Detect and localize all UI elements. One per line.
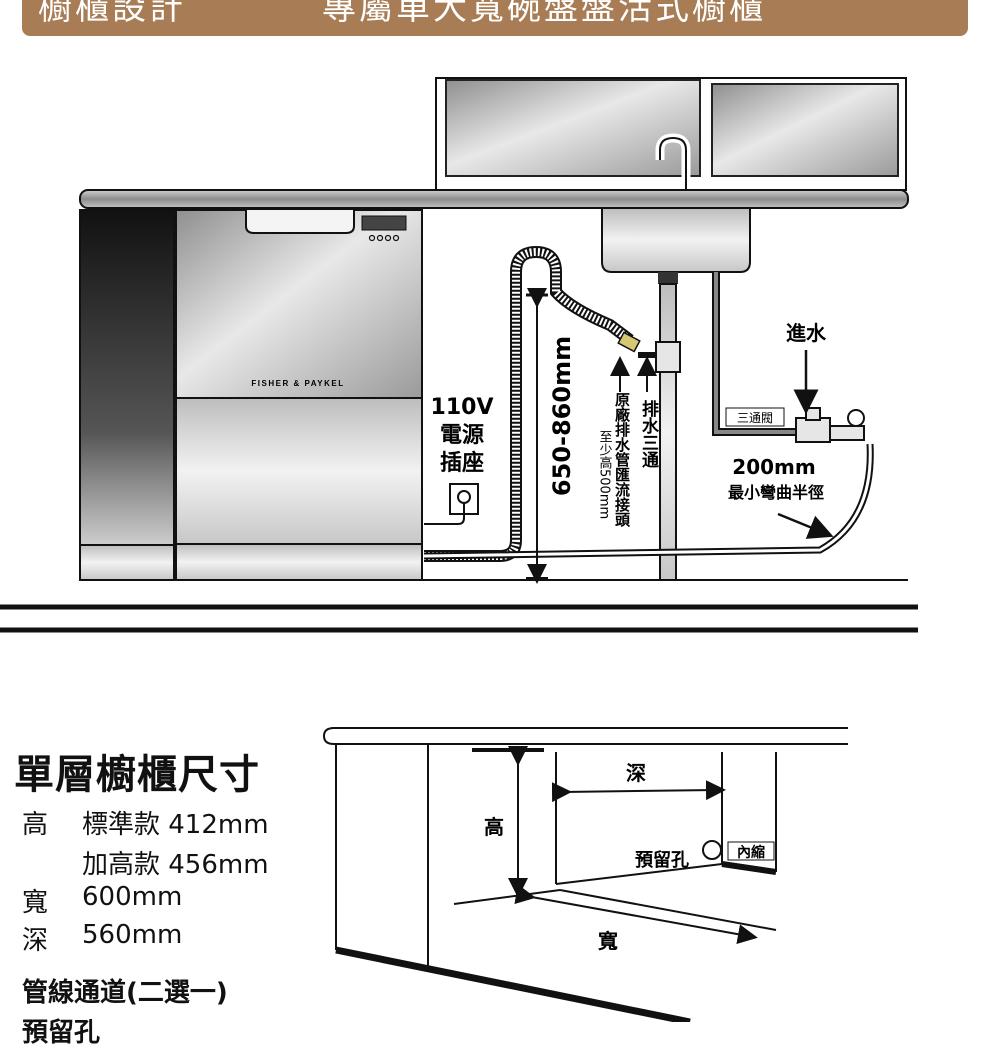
control-buttons bbox=[368, 234, 400, 242]
countertop bbox=[79, 189, 909, 209]
upper-cabinet-right bbox=[711, 83, 899, 177]
spec-value-width: 600mm bbox=[82, 882, 183, 912]
bend-radius-value: 200mm bbox=[732, 455, 815, 479]
drain-connector-label: 原廠排水管匯流接頭 bbox=[613, 392, 631, 528]
spec-key-depth: 深 bbox=[22, 926, 49, 956]
cabinet-depth-arrow bbox=[551, 780, 726, 803]
header-banner: 櫥櫃設計 專屬單大寬碗盤盤活式櫥櫃 bbox=[22, 0, 968, 36]
bend-radius-arrow bbox=[777, 512, 834, 539]
kickboard bbox=[175, 543, 423, 581]
dishwasher-drawer bbox=[175, 209, 423, 399]
upper-cabinet-left bbox=[445, 79, 701, 177]
drain-min-height-label: 至少高500mm bbox=[597, 430, 613, 519]
drain-tee-label: 排水三通 bbox=[638, 399, 659, 468]
lower-panel bbox=[175, 397, 423, 545]
power-label-line2: 電源 bbox=[440, 423, 484, 448]
spec-value-standard: 標準款 412mm bbox=[82, 810, 269, 840]
power-cord bbox=[424, 503, 465, 525]
drain-tee-fitting bbox=[655, 341, 681, 373]
cut-off-text: 預留孔 bbox=[22, 1018, 101, 1048]
spec-key-width: 寬 bbox=[22, 888, 49, 918]
reserved-hole bbox=[702, 840, 722, 860]
drain-pipe bbox=[659, 283, 677, 581]
water-in-label: 進水 bbox=[786, 321, 827, 345]
installation-diagram: FISHER & PAYKEL 110V 電源 插座 650-860mm 排水三… bbox=[0, 77, 918, 633]
control-display bbox=[361, 215, 407, 231]
three-way-valve-label: 三通閥 bbox=[737, 411, 773, 425]
height-range-label: 650-860mm bbox=[548, 336, 576, 496]
three-way-valve bbox=[795, 417, 831, 443]
width-label: 寬 bbox=[598, 929, 618, 953]
spec-value-tall: 加高款 456mm bbox=[82, 850, 269, 880]
power-label-line3: 插座 bbox=[440, 450, 484, 476]
sink-bowl bbox=[601, 207, 751, 273]
recess-label: 內縮 bbox=[737, 844, 765, 861]
cabinet-countertop bbox=[322, 727, 848, 745]
banner-left-text: 櫥櫃設計 bbox=[38, 0, 186, 28]
banner-right-text: 專屬單大寬碗盤盤活式櫥櫃 bbox=[322, 0, 766, 28]
depth-label: 深 bbox=[626, 761, 646, 785]
drawer-handle bbox=[245, 210, 355, 234]
brand-label: FISHER & PAYKEL bbox=[251, 379, 344, 388]
hole-label: 預留孔 bbox=[635, 849, 689, 871]
pipe-channel-title: 管線通道(二選一) bbox=[22, 978, 228, 1008]
height-label: 高 bbox=[484, 815, 504, 839]
bend-radius-label: 最小彎曲半徑 bbox=[728, 483, 824, 502]
drain-connector bbox=[617, 331, 641, 353]
spec-key-height: 高 bbox=[22, 810, 49, 840]
power-label-voltage: 110V bbox=[431, 395, 494, 420]
cabinet-title: 單層櫥櫃尺寸 bbox=[14, 752, 260, 798]
side-cabinet bbox=[79, 209, 175, 581]
cabinet-width-arrow bbox=[514, 884, 758, 945]
spec-value-depth: 560mm bbox=[82, 920, 183, 950]
